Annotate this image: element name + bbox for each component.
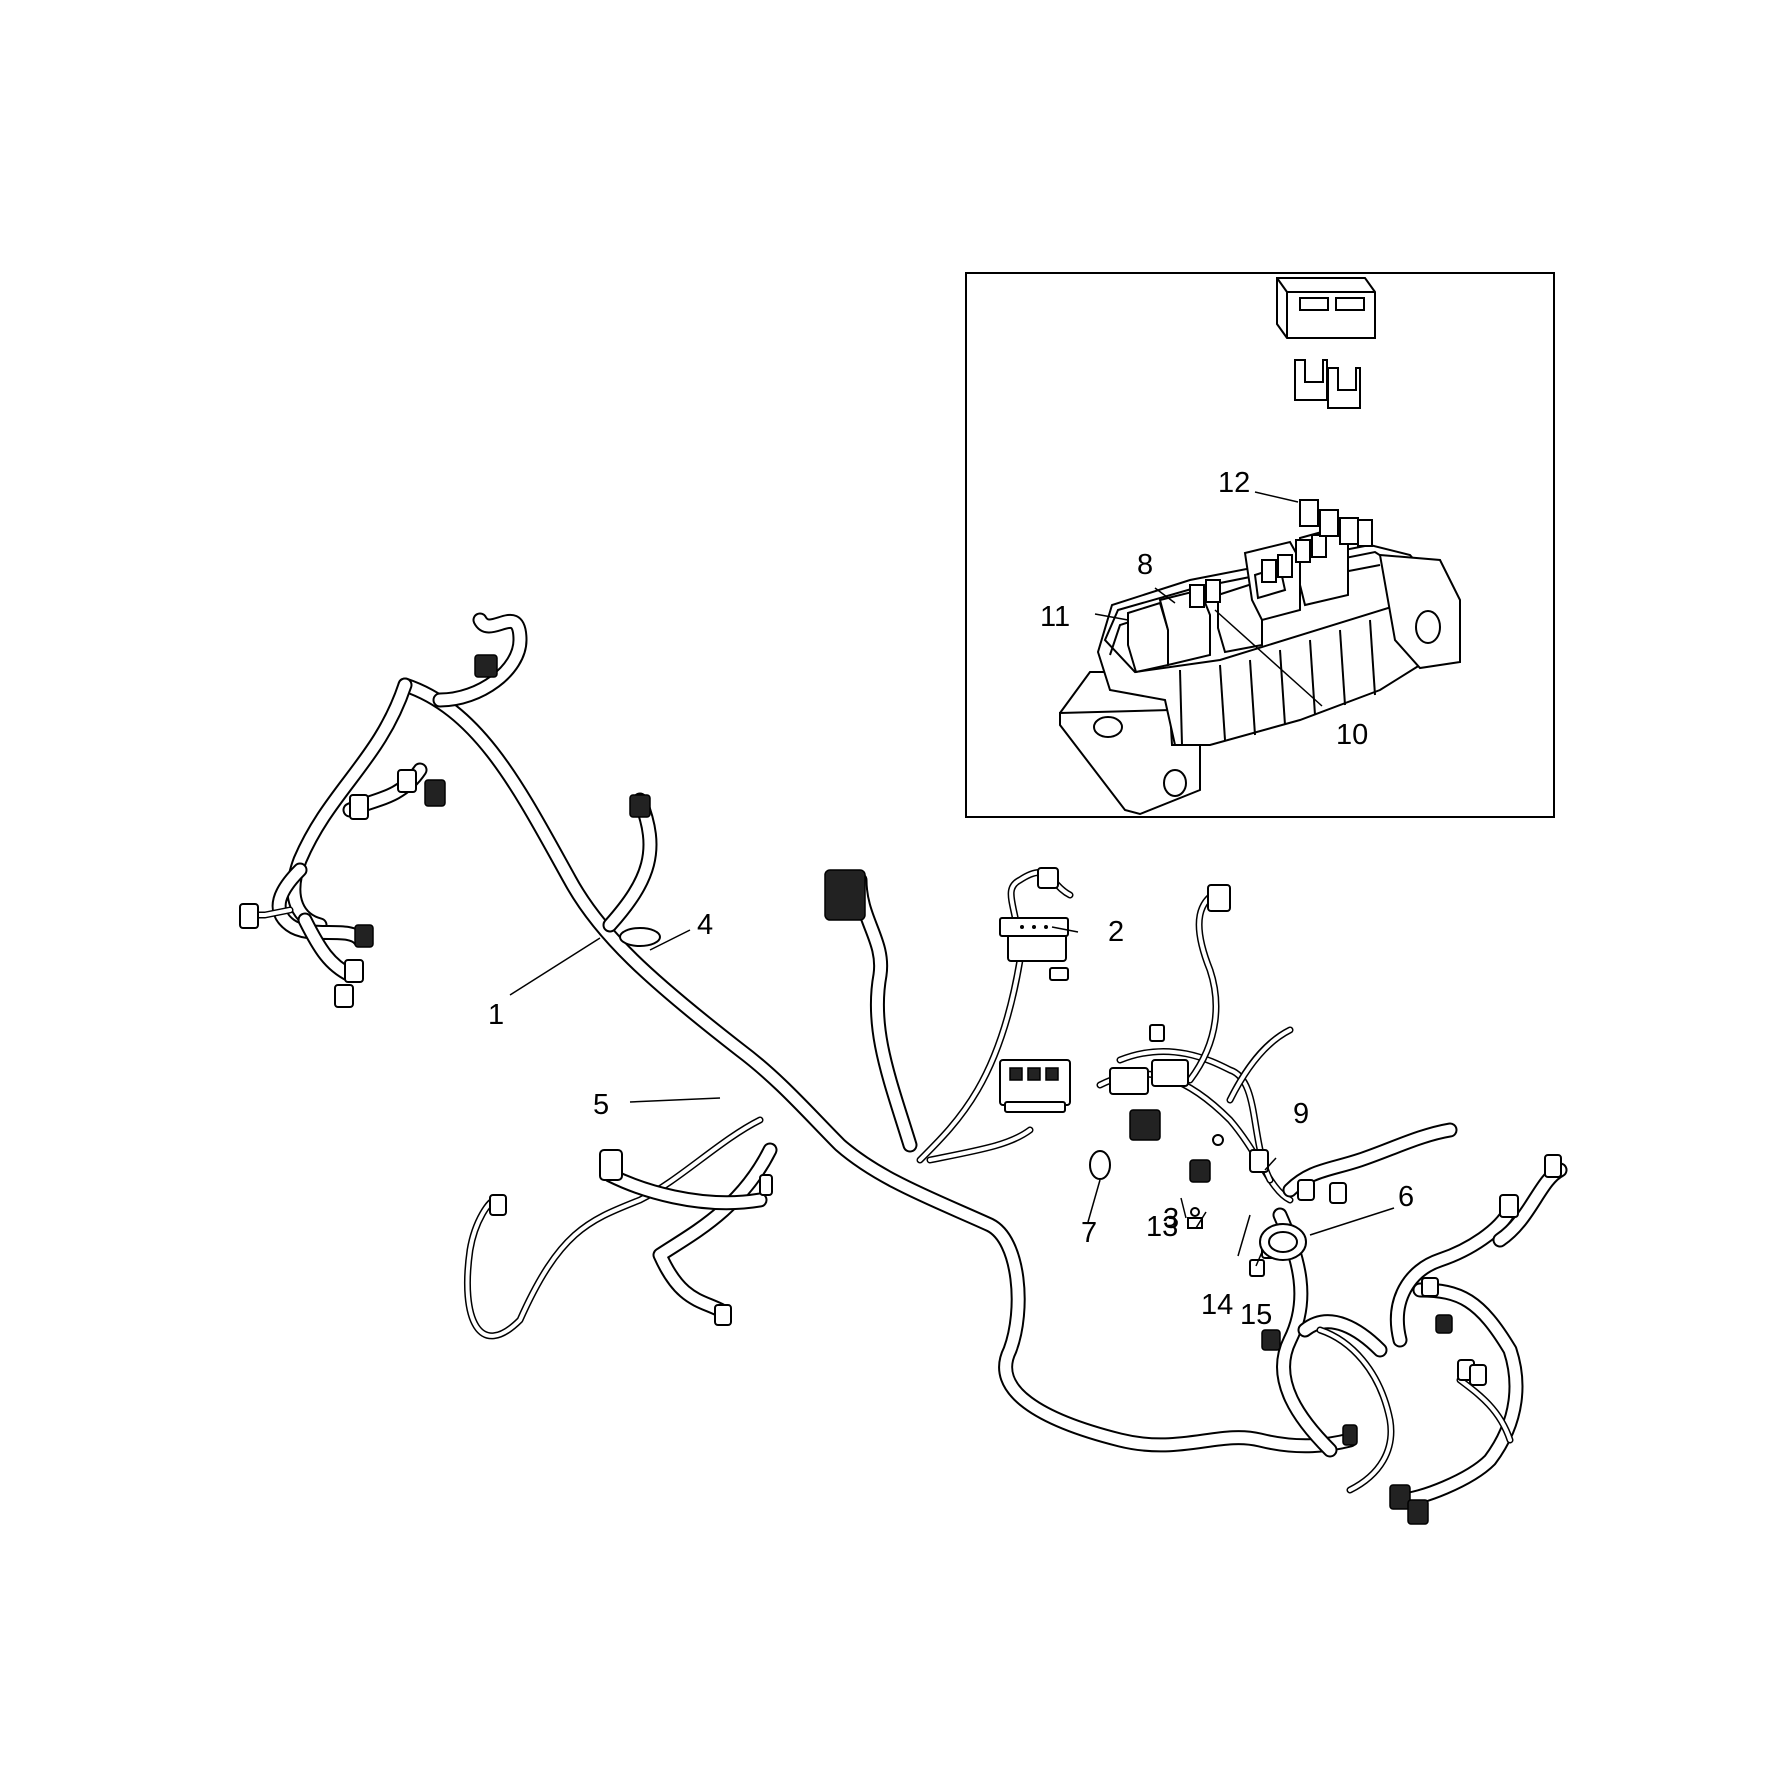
right-branches [1096,886,1568,1508]
callout-6: 6 [1398,1181,1414,1213]
callout-8: 8 [1137,549,1153,581]
callout-14: 14 [1201,1289,1233,1321]
callout-5: 5 [593,1089,609,1121]
left-lower-branches [464,1116,778,1340]
callout-7: 7 [1081,1217,1097,1249]
main-harness-trunk [397,677,1358,1454]
callout-4: 4 [697,909,713,941]
inset-detail-frame [965,272,1555,818]
connectors [239,654,1562,1525]
callout-labels: 1 2 3 4 5 6 7 8 9 10 11 12 13 14 15 [488,467,1414,1331]
mini-fuse-pair [1294,359,1361,409]
callout-15: 15 [1240,1299,1272,1331]
callout-11: 11 [1040,601,1070,633]
spare-fuse-holder [1276,277,1376,339]
center-branches [852,869,1074,1164]
fuse-relay-box [1059,499,1461,816]
callout-10: 10 [1336,719,1368,751]
callout-1: 1 [488,999,504,1031]
callout-2: 2 [1108,916,1124,948]
callout-3: 3 [1163,1203,1179,1235]
callout-13: 13 [1146,1211,1178,1243]
callout-12: 12 [1218,467,1250,499]
leader-lines [509,491,1395,1267]
callout-9: 9 [1293,1098,1309,1130]
